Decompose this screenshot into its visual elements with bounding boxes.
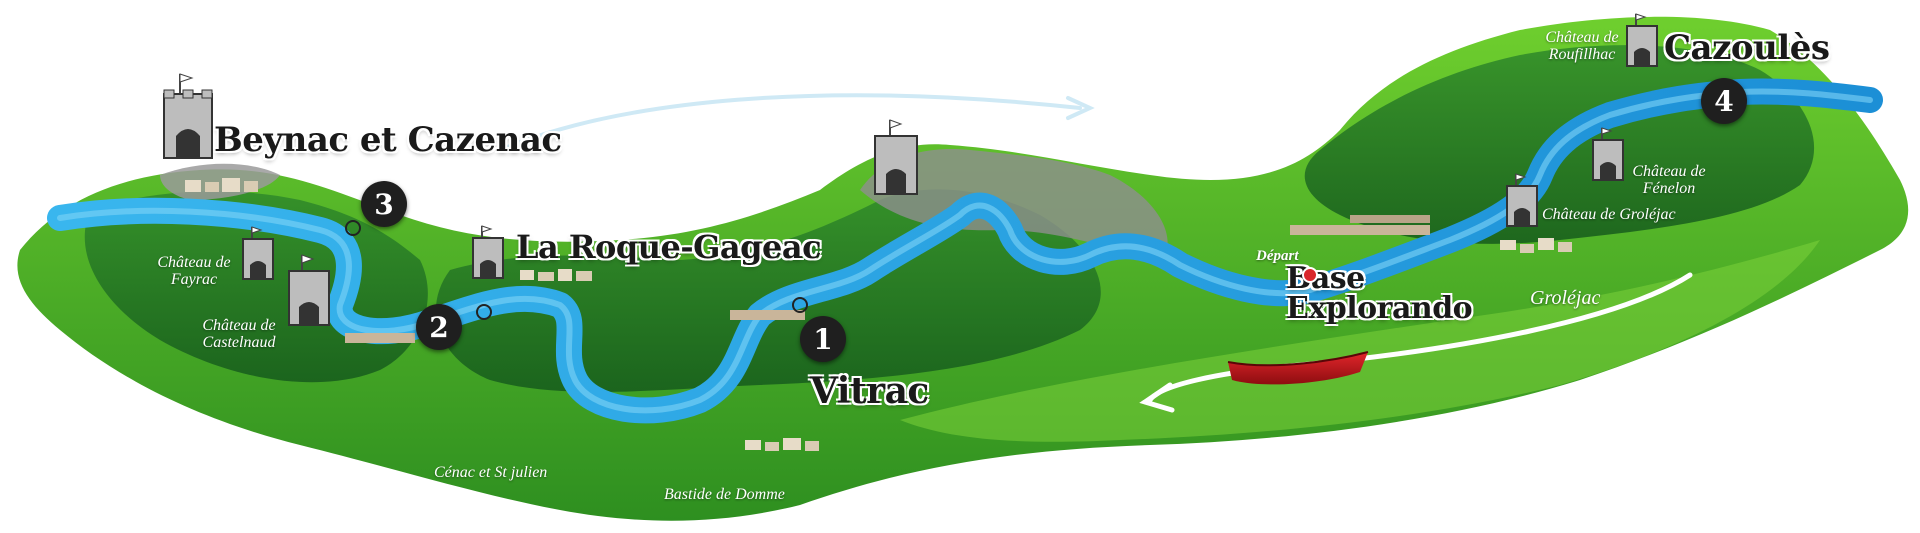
castle-icon bbox=[288, 254, 330, 326]
castle-icon bbox=[1506, 173, 1538, 227]
place-base[interactable]: Base Explorando bbox=[1286, 261, 1473, 326]
bridge-grolejac bbox=[1350, 215, 1430, 223]
town-domme: Bastide de Domme bbox=[664, 486, 785, 503]
place-roque[interactable]: La Roque-Gageac bbox=[516, 228, 822, 266]
canoe-route-arrow-icon bbox=[1147, 272, 1693, 403]
stop-3-marker[interactable]: 3 bbox=[361, 181, 407, 227]
castle-roufillhac: Château de Roufillhac bbox=[1545, 29, 1619, 63]
place-vitrac[interactable]: Vitrac bbox=[810, 370, 929, 412]
start-dot bbox=[1302, 267, 1318, 283]
stop-1-marker[interactable]: 1 bbox=[800, 316, 846, 362]
meadow-south bbox=[900, 240, 1820, 442]
weir-icon bbox=[345, 220, 808, 320]
bridge-vitrac bbox=[730, 310, 805, 320]
bridge-base bbox=[1290, 225, 1430, 235]
cliff-vitrac bbox=[860, 149, 1168, 265]
place-beynac[interactable]: Beynac et Cazenac bbox=[214, 120, 562, 160]
place-depart: Départ bbox=[1256, 248, 1299, 264]
castle-icon bbox=[163, 73, 213, 159]
place-cazoules[interactable]: Cazoulès bbox=[1664, 28, 1830, 68]
village-domme bbox=[745, 438, 819, 451]
castle-fenelon: Château de Fénelon bbox=[1632, 163, 1706, 197]
castle-icon bbox=[1592, 127, 1624, 181]
town-grolejac: Groléjac bbox=[1530, 287, 1601, 309]
bridge-castelnaud bbox=[345, 333, 415, 343]
route-arrow-icon bbox=[1066, 96, 1095, 120]
village-roque bbox=[520, 269, 592, 281]
canoe-icon bbox=[1227, 351, 1369, 385]
canoe-route-arrowhead-icon bbox=[1139, 382, 1175, 413]
route-arrow-icon bbox=[498, 93, 1082, 152]
river-highlight bbox=[57, 88, 1873, 414]
stop-2-marker[interactable]: 2 bbox=[416, 304, 462, 350]
village-beynac bbox=[185, 178, 258, 192]
village-grolejac bbox=[1500, 238, 1572, 253]
castle-castelnaud: Château de Castelnaud bbox=[202, 317, 276, 351]
castle-icon bbox=[472, 225, 504, 279]
castle-fayrac: Château de Fayrac bbox=[157, 254, 231, 288]
castle-icon bbox=[1626, 13, 1658, 67]
castle-grolejac: Château de Groléjac bbox=[1542, 206, 1676, 223]
town-cenac: Cénac et St julien bbox=[434, 464, 548, 481]
castle-icon bbox=[874, 119, 918, 195]
stop-4-marker[interactable]: 4 bbox=[1701, 78, 1747, 124]
castle-icon bbox=[242, 226, 274, 280]
